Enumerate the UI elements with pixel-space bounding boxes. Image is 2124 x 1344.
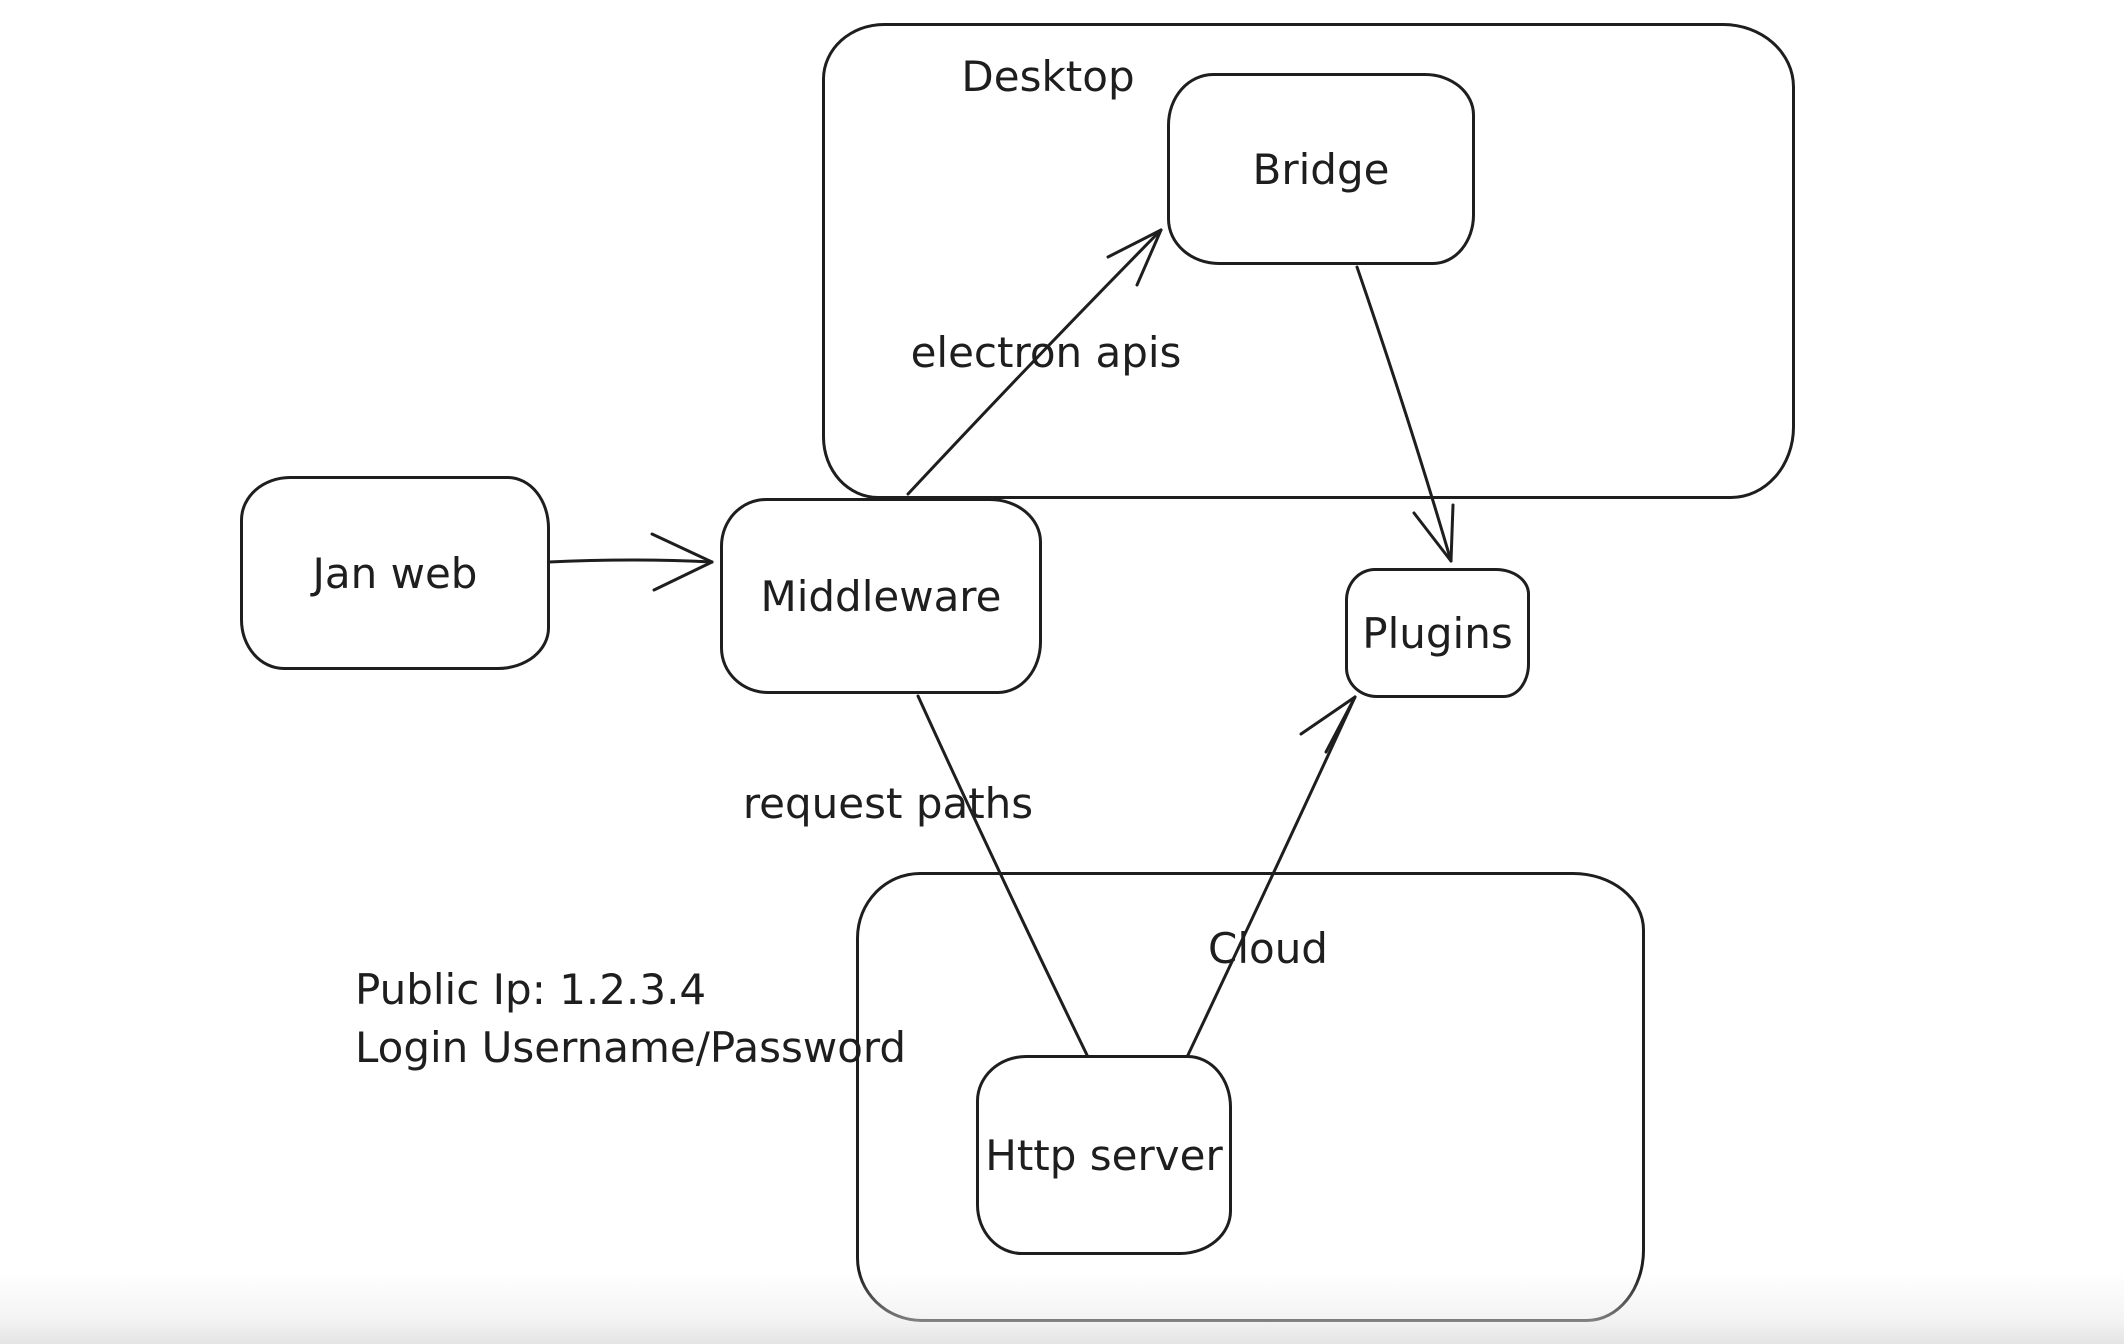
login-text: Login Username/Password	[355, 1023, 907, 1072]
node-middleware-label: Middleware	[760, 571, 1002, 621]
node-jan-web: Jan web	[240, 476, 550, 670]
edge-label-request-paths: request paths	[742, 779, 1034, 828]
arrow-http-server-to-plugins	[1186, 695, 1357, 1057]
credentials-annotation: Public Ip: 1.2.3.4 Login Username/Passwo…	[355, 961, 906, 1077]
node-plugins-label: Plugins	[1362, 608, 1513, 658]
cloud-container-title: Cloud	[1208, 924, 1328, 973]
arrow-middleware-to-bridge	[906, 228, 1163, 496]
edge-label-electron-apis: electron apis	[910, 328, 1182, 377]
public-ip-text: Public Ip: 1.2.3.4	[355, 965, 707, 1014]
node-jan-web-label: Jan web	[312, 548, 478, 598]
node-http-server: Http server	[976, 1055, 1232, 1255]
node-middleware: Middleware	[720, 498, 1042, 694]
node-bridge-label: Bridge	[1252, 144, 1390, 194]
node-plugins: Plugins	[1345, 568, 1530, 698]
node-http-server-label: Http server	[985, 1130, 1223, 1180]
arrow-jan-web-to-middleware	[547, 532, 714, 592]
arrow-bridge-to-plugins	[1355, 265, 1455, 563]
node-bridge: Bridge	[1167, 73, 1475, 265]
line-middleware-to-http-server	[916, 694, 1089, 1057]
desktop-container-title: Desktop	[961, 52, 1135, 101]
